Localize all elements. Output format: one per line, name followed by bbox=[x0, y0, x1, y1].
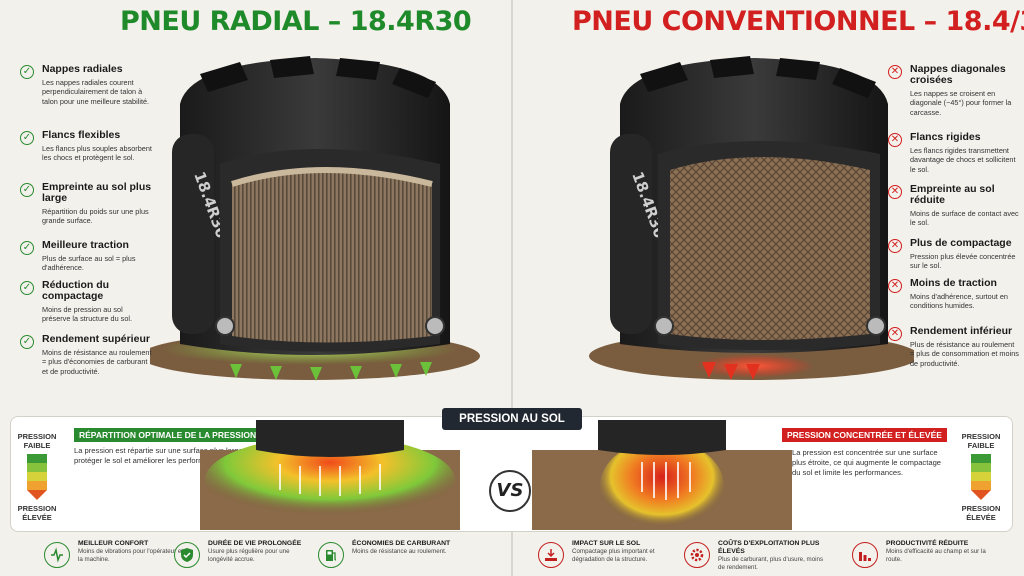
soil-impact-icon bbox=[538, 542, 564, 568]
conventional-feature: ✕ Moins de traction Moins d'adhérence, s… bbox=[888, 278, 1020, 311]
check-icon: ✓ bbox=[20, 241, 34, 255]
conventional-feature: ✕ Plus de compactage Pression plus élevé… bbox=[888, 238, 1020, 271]
radial-pressure-desc: La pression est répartie sur une surface… bbox=[74, 446, 261, 465]
center-divider bbox=[511, 0, 513, 576]
check-icon: ✓ bbox=[20, 131, 34, 145]
radial-feature: ✓ Réduction du compactage Moins de press… bbox=[20, 280, 152, 324]
check-icon: ✓ bbox=[20, 65, 34, 79]
radial-feature: ✓ Rendement supérieur Moins de résistanc… bbox=[20, 334, 152, 376]
drawback-costs: COÛTS D'EXPLOITATION PLUS ÉLEVÉS Plus de… bbox=[684, 540, 824, 572]
radial-pressure-badge: RÉPARTITION OPTIMALE DE LA PRESSION bbox=[74, 428, 262, 442]
benefit-fuel: ÉCONOMIES DE CARBURANT Moins de résistan… bbox=[318, 540, 458, 572]
cross-icon: ✕ bbox=[888, 65, 902, 79]
cross-icon: ✕ bbox=[888, 239, 902, 253]
cross-icon: ✕ bbox=[888, 185, 902, 199]
conventional-feature: ✕ Rendement inférieur Plus de résistance… bbox=[888, 326, 1020, 368]
gear-cost-icon bbox=[684, 542, 710, 568]
radial-feature: ✓ Meilleure traction Plus de surface au … bbox=[20, 240, 152, 273]
radial-title: PNEU RADIAL – 18.4R30 bbox=[120, 6, 472, 37]
vibration-icon bbox=[44, 542, 70, 568]
fuel-pump-icon bbox=[318, 542, 344, 568]
conventional-feature: ✕ Empreinte au sol réduite Moins de surf… bbox=[888, 184, 1020, 228]
conventional-pressure-badge: PRESSION CONCENTRÉE ET ÉLEVÉE bbox=[782, 428, 947, 442]
radial-ground-pressure bbox=[200, 420, 460, 530]
pressure-scale-right: PRESSION FAIBLE PRESSION ÉLEVÉE bbox=[961, 432, 1001, 522]
arrow-down-icon bbox=[27, 490, 47, 500]
benefit-comfort: MEILLEUR CONFORT Moins de vibrations pou… bbox=[44, 540, 184, 572]
pressure-gradient-bar bbox=[27, 454, 47, 490]
conventional-pressure-desc: La pression est concentrée sur une surfa… bbox=[792, 448, 942, 477]
cross-icon: ✕ bbox=[888, 279, 902, 293]
conventional-title: PNEU CONVENTIONNEL – 18.4/30 bbox=[572, 6, 1024, 37]
cross-icon: ✕ bbox=[888, 133, 902, 147]
pressure-section-title: PRESSION AU SOL bbox=[442, 408, 582, 430]
check-icon: ✓ bbox=[20, 281, 34, 295]
pressure-scale-left: PRESSION FAIBLE PRESSION ÉLEVÉE bbox=[17, 432, 57, 522]
radial-feature: ✓ Empreinte au sol plus large Répartitio… bbox=[20, 182, 152, 226]
radial-tire-cutaway: 18.4R30 bbox=[150, 56, 480, 381]
drawback-productivity: PRODUCTIVITÉ RÉDUITE Moins d'efficacité … bbox=[852, 540, 992, 572]
radial-feature: ✓ Nappes radiales Les nappes radiales co… bbox=[20, 64, 152, 106]
check-icon: ✓ bbox=[20, 335, 34, 349]
arrow-down-icon bbox=[971, 490, 991, 500]
radial-feature: ✓ Flancs flexibles Les flancs plus soupl… bbox=[20, 130, 152, 163]
cross-icon: ✕ bbox=[888, 327, 902, 341]
drawback-soil: IMPACT SUR LE SOL Compactage plus import… bbox=[538, 540, 678, 572]
conventional-tire-cutaway: 18.4R30 bbox=[589, 56, 914, 380]
conventional-ground-pressure bbox=[532, 420, 792, 530]
check-icon: ✓ bbox=[20, 183, 34, 197]
conventional-feature: ✕ Flancs rigides Les flancs rigides tran… bbox=[888, 132, 1020, 174]
conventional-feature: ✕ Nappes diagonales croisées Les nappes … bbox=[888, 64, 1020, 117]
shield-check-icon bbox=[174, 542, 200, 568]
chart-down-icon bbox=[852, 542, 878, 568]
vs-badge: VS bbox=[489, 470, 531, 512]
benefit-lifespan: DURÉE DE VIE PROLONGÉE Usure plus réguli… bbox=[174, 540, 314, 572]
pressure-gradient-bar bbox=[971, 454, 991, 490]
